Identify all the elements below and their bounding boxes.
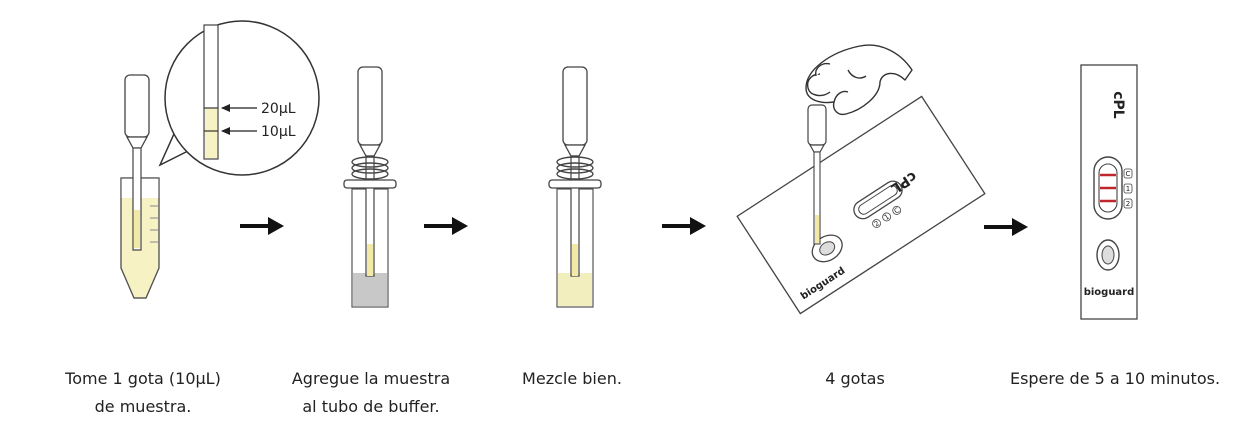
test-cassette-tilted: 2 1 C cPL bioguard <box>736 95 986 315</box>
step5-caption: Espere de 5 a 10 minutos. <box>995 365 1235 393</box>
tilted-marker-2: 2 <box>873 219 881 228</box>
step1-caption: Tome 1 gota (10µL) de muestra. <box>48 365 238 421</box>
step4-illustration: 2 1 C cPL bioguard <box>736 44 986 315</box>
step2-illustration <box>343 66 397 308</box>
hand-icon <box>805 44 913 116</box>
marker-c: C <box>1126 170 1131 178</box>
step5-caption-line1: Espere de 5 a 10 minutos. <box>1009 369 1221 388</box>
step1-illustration: 20µL 10µL <box>120 20 320 299</box>
step1-caption-line2: de muestra. <box>94 397 192 416</box>
step5-illustration: cPL C 1 2 bioguard <box>1080 64 1138 320</box>
step2-caption-line1: Agregue la muestra <box>291 369 451 388</box>
arrow-icon <box>424 217 468 235</box>
zoom-label-upper: 20µL <box>261 101 296 117</box>
cassette-brand-logo: bioguard <box>1084 287 1135 298</box>
arrow-icon <box>240 217 284 235</box>
arrow-icon <box>984 218 1028 236</box>
tilted-marker-c: C <box>893 206 902 215</box>
zoom-bubble: 20µL 10µL <box>158 20 320 176</box>
step4-caption: 4 gotas <box>790 365 920 393</box>
zoom-label-lower: 10µL <box>261 124 296 140</box>
step2-caption-line2: al tubo de buffer. <box>302 397 440 416</box>
step3-illustration <box>548 66 602 308</box>
step2-caption: Agregue la muestra al tubo de buffer. <box>276 365 466 421</box>
cassette-test-name: cPL <box>1110 91 1126 119</box>
step4-caption-line1: 4 gotas <box>825 369 885 388</box>
step1-caption-line1: Tome 1 gota (10µL) <box>65 369 221 388</box>
arrow-icon <box>662 217 706 235</box>
step3-caption: Mezcle bien. <box>492 365 652 393</box>
pipette <box>124 74 150 251</box>
step3-caption-line1: Mezcle bien. <box>522 369 622 388</box>
marker-2: 2 <box>1126 200 1130 208</box>
marker-1: 1 <box>1126 185 1130 193</box>
tilted-marker-1: 1 <box>883 213 891 222</box>
result-lines <box>1100 173 1116 203</box>
